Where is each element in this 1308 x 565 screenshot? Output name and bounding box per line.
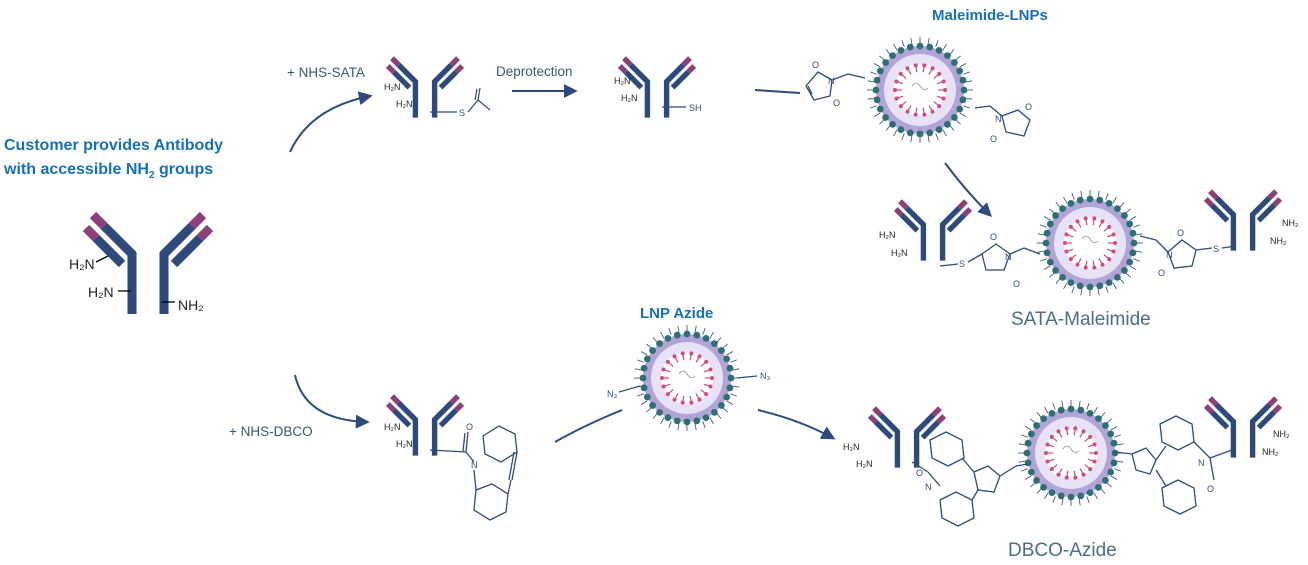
lnp-azide-title: LNP Azide (640, 305, 714, 322)
arrow-to-sata (289, 91, 373, 153)
antibody-sata-conj-left (893, 199, 973, 261)
oxygen-label: O (1177, 228, 1184, 238)
line-sh-to-maleimide (754, 89, 801, 94)
oxygen-label: O (1207, 484, 1214, 494)
maleimide-lnps-title: Maleimide-LNPs (932, 7, 1048, 24)
nitrogen-label: N (995, 114, 1002, 124)
customer-line2-suffix: groups (154, 161, 214, 178)
oxygen-label: O (812, 60, 819, 70)
azide-bond (618, 385, 641, 393)
antibody-sata (385, 56, 465, 118)
amine-label: H₂N (88, 284, 114, 300)
customer-line2-text: with accessible NH (4, 161, 149, 178)
amine-label: H₂N (384, 82, 401, 92)
oxygen-label: O (466, 422, 473, 432)
sulfur-label: S (1213, 244, 1219, 254)
amine-label: H₂N (396, 439, 413, 449)
amine-label: H₂N (384, 422, 401, 432)
triazole-linker-left: N O (911, 431, 1029, 527)
lnp-dbco-conjugate (1018, 400, 1124, 506)
azide-bond (736, 375, 758, 379)
customer-title-line2: with accessible NH2 groups (4, 161, 213, 181)
amine-label: H₂N (396, 99, 413, 109)
amine-label: H₂N (856, 459, 873, 469)
arrow-to-sata-maleimide (944, 162, 992, 217)
amine-label: H₂N (891, 248, 908, 258)
maleimide-group-left: O O N (805, 60, 866, 108)
amine-label: H₂N (879, 230, 896, 240)
thiosuccinimide-linker-right: O O N S (1139, 228, 1237, 278)
nitrogen-label: N (828, 76, 835, 86)
azide-label: N₃ (760, 371, 770, 381)
nitrogen-label: N (1198, 458, 1205, 468)
arrow-to-dbco (294, 374, 370, 429)
small-amine-labels: H₂N H₂N H₂N H₂N H₂N H₂N NH₂ NH₂ H₂N H₂N … (384, 76, 1299, 469)
azide-labels: N₃ N₃ (607, 371, 770, 399)
step-nhs-dbco-label: + NHS-DBCO (229, 424, 313, 439)
lnp-azide (634, 325, 740, 431)
amine-label: NH₂ (1273, 429, 1290, 439)
step-deprotection-label: Deprotection (496, 64, 573, 79)
nitrogen-label: N (925, 482, 932, 492)
amine-label: H₂N (621, 93, 638, 103)
large-antibody-amines: H₂N H₂N NH₂ (69, 255, 204, 313)
nitrogen-label: N (1005, 252, 1012, 262)
step-nhs-sata-label: + NHS-SATA (287, 65, 365, 80)
oxygen-label: O (1025, 102, 1032, 112)
line-dbco-to-azide (554, 409, 623, 443)
oxygen-label: O (833, 98, 840, 108)
sulfur-label: S (959, 259, 965, 269)
customer-line2-subscript: 2 (148, 170, 155, 182)
customer-title-line1: Customer provides Antibody (4, 137, 223, 154)
arrow-to-dbco-azide (757, 409, 836, 440)
sata-maleimide-result-label: SATA-Maleimide (1011, 309, 1151, 330)
oxygen-label: O (916, 468, 923, 478)
dbco-group: N O (429, 422, 518, 521)
nitrogen-label: N (471, 460, 478, 470)
antibody-sh (617, 56, 697, 118)
azide-label: N₃ (607, 389, 617, 399)
oxygen-label: O (990, 134, 997, 144)
antibody-sata-conj-right (1203, 189, 1283, 251)
amine-label: H₂N (843, 442, 860, 452)
antibody-large (82, 211, 214, 314)
triazole-linker-right: N O (1114, 415, 1233, 515)
lnp-maleimide (867, 37, 973, 143)
oxygen-label: O (1158, 268, 1165, 278)
oxygen-label: O (990, 232, 997, 242)
amine-label: NH₂ (178, 297, 204, 313)
lnp-sata-conjugate (1037, 190, 1143, 296)
antibody-dbco-conj-left (867, 406, 947, 468)
amine-label: NH₂ (1262, 447, 1279, 457)
amine-label: H₂N (614, 76, 631, 86)
amine-label: NH₂ (1282, 218, 1299, 228)
amine-label: H₂N (69, 256, 95, 272)
dbco-azide-result-label: DBCO-Azide (1008, 540, 1117, 561)
antibody-dbco (385, 394, 465, 456)
sulfur-label: S (459, 108, 465, 118)
nitrogen-label: N (1166, 250, 1173, 260)
thiosuccinimide-linker-left: S O O N (939, 232, 1041, 289)
maleimide-group-right: O O N (974, 102, 1032, 144)
amine-label: NH₂ (1270, 236, 1287, 246)
antibody-dbco-conj-right (1203, 396, 1283, 458)
thiol-label: SH (689, 103, 702, 113)
oxygen-label: O (1013, 279, 1020, 289)
sata-acetylthio-group: S (430, 87, 491, 118)
